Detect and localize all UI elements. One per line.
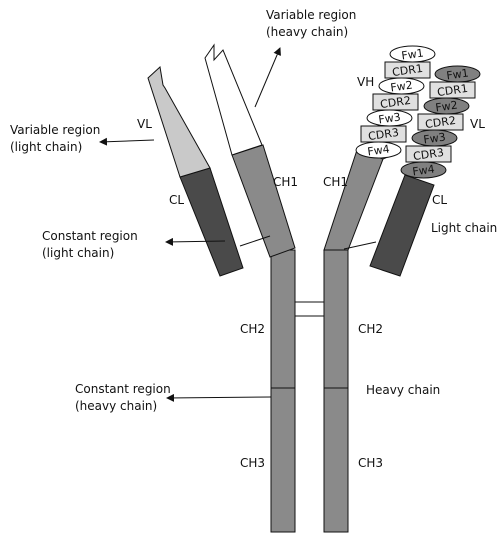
label-ch1-left: CH1 — [273, 175, 298, 189]
label-constant-light: Constant region (light chain) — [42, 229, 142, 260]
heavy-stem-right — [323, 249, 349, 533]
vh-segment-cdr2: CDR2 — [372, 93, 419, 111]
arrow-variable-light — [99, 137, 155, 146]
svg-text:Fw2: Fw2 — [435, 99, 459, 115]
svg-text:CDR1: CDR1 — [436, 82, 468, 99]
vh-segment-fw1: Fw1 — [389, 45, 436, 63]
svg-text:Fw4: Fw4 — [367, 143, 391, 159]
arrow-variable-heavy — [254, 47, 281, 108]
vl-segment-cdr3: CDR3 — [405, 145, 452, 163]
svg-text:Fw2: Fw2 — [390, 79, 414, 95]
svg-text:CDR2: CDR2 — [424, 114, 456, 131]
vl-segment-cdr1: CDR1 — [429, 81, 476, 99]
antibody-shapes — [147, 43, 435, 533]
vh-segment-cdr1: CDR1 — [384, 61, 431, 79]
vl-segment-fw3: Fw3 — [411, 129, 458, 147]
label-ch2-right: CH2 — [358, 322, 383, 336]
svg-text:CDR2: CDR2 — [379, 94, 411, 111]
svg-text:CDR3: CDR3 — [412, 146, 444, 163]
heavy-vh-left — [204, 43, 263, 156]
heavy-ch1-left — [231, 144, 296, 258]
interchain-bond-left — [239, 235, 271, 247]
vh-segment-fw2: Fw2 — [378, 77, 425, 95]
interchain-bond-right — [343, 241, 377, 250]
svg-text:Fw1: Fw1 — [446, 67, 470, 83]
svg-text:CDR1: CDR1 — [391, 62, 423, 79]
svg-text:Fw1: Fw1 — [401, 47, 425, 63]
label-vh-right: VH — [357, 75, 374, 89]
label-variable-light: Variable region (light chain) — [10, 123, 104, 154]
light-cl-right — [369, 174, 435, 277]
label-vl-right: VL — [470, 117, 485, 131]
light-vl-left — [147, 66, 211, 178]
svg-text:Fw3: Fw3 — [423, 131, 447, 147]
heavy-ch1-right — [323, 149, 384, 251]
svg-text:Fw4: Fw4 — [412, 163, 436, 179]
svg-text:CDR3: CDR3 — [367, 126, 399, 143]
region-segments: Fw1CDR1Fw2CDR2Fw3CDR3Fw4Fw1CDR1Fw2CDR2Fw… — [355, 45, 481, 179]
arrow-constant-light — [165, 237, 226, 246]
vl-segment-fw2: Fw2 — [423, 97, 470, 115]
vl-segment-cdr2: CDR2 — [417, 113, 464, 131]
vh-segment-fw4: Fw4 — [355, 141, 402, 159]
label-light-chain: Light chain — [431, 221, 497, 235]
vl-segment-fw1: Fw1 — [434, 65, 481, 83]
label-constant-heavy: Constant region (heavy chain) — [75, 382, 175, 413]
label-cl-right: CL — [432, 193, 447, 207]
label-ch3-right: CH3 — [358, 456, 383, 470]
label-cl-left: CL — [169, 193, 184, 207]
heavy-stem-left — [270, 249, 296, 533]
vl-segment-fw4: Fw4 — [400, 161, 447, 179]
label-vl-left: VL — [137, 117, 152, 131]
label-variable-heavy: Variable region (heavy chain) — [266, 8, 360, 39]
light-cl-left — [179, 167, 244, 277]
label-ch2-left: CH2 — [240, 322, 265, 336]
svg-text:Fw3: Fw3 — [378, 111, 402, 127]
label-ch3-left: CH3 — [240, 456, 265, 470]
label-ch1-right: CH1 — [323, 175, 348, 189]
arrow-constant-heavy — [166, 393, 272, 402]
label-heavy-chain: Heavy chain — [366, 383, 440, 397]
vh-segment-fw3: Fw3 — [366, 109, 413, 127]
vh-segment-cdr3: CDR3 — [360, 125, 407, 143]
